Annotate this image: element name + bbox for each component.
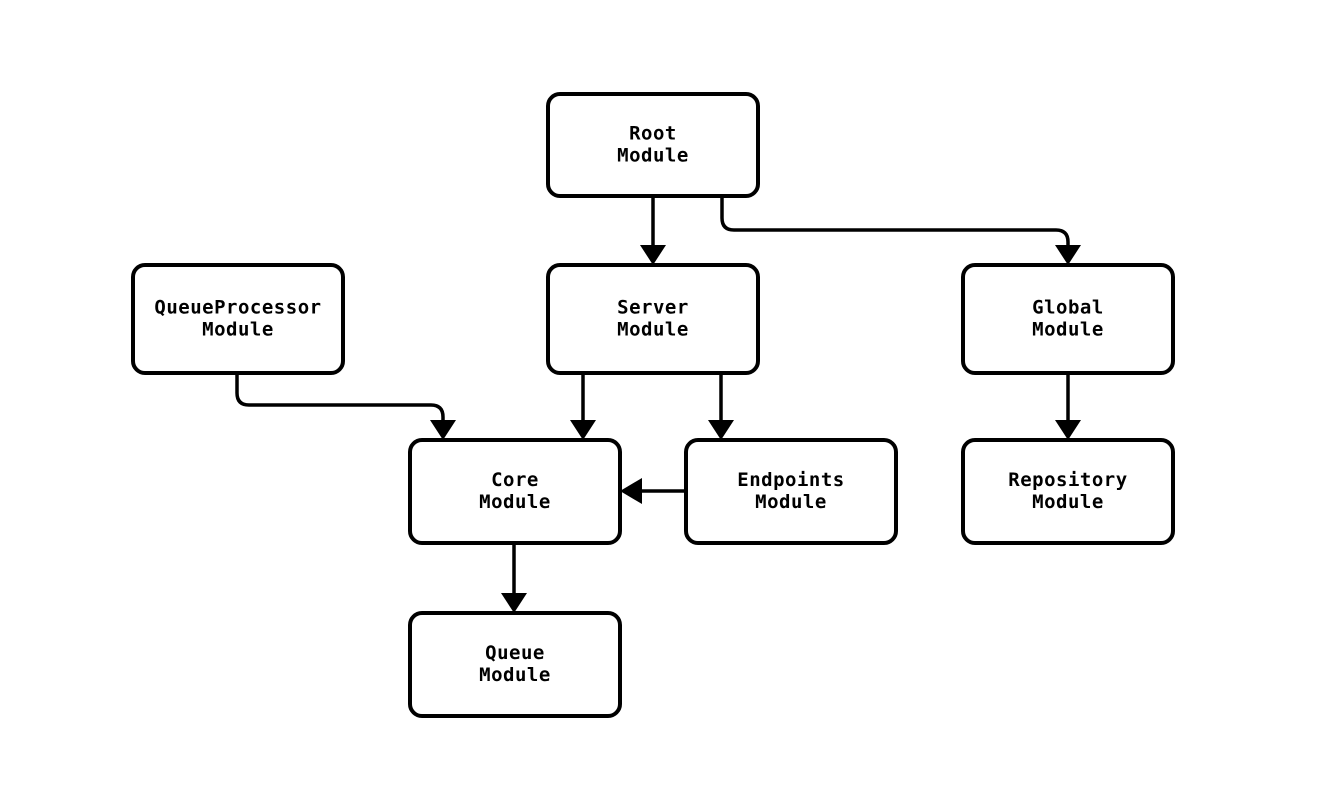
edge-endpoints-to-core bbox=[620, 478, 686, 504]
edge-layer bbox=[235, 196, 1081, 613]
arrowhead-icon bbox=[570, 420, 596, 440]
node-label-primary: Global bbox=[1032, 297, 1104, 319]
edge-core-to-queue bbox=[501, 543, 527, 613]
node-box[interactable] bbox=[546, 263, 760, 375]
arrowhead-icon bbox=[430, 420, 456, 440]
node-layer: RootModuleQueueProcessorModuleServerModu… bbox=[131, 92, 1175, 718]
node-label-primary: QueueProcessor bbox=[154, 297, 321, 319]
node-box[interactable] bbox=[961, 438, 1175, 545]
node-label-secondary: Module bbox=[617, 319, 689, 341]
arrowhead-icon bbox=[1055, 420, 1081, 440]
edge-line bbox=[720, 196, 1070, 251]
arrowhead-icon bbox=[640, 245, 666, 265]
node-box[interactable] bbox=[408, 438, 622, 545]
node-box[interactable] bbox=[684, 438, 898, 545]
arrowhead-icon bbox=[708, 420, 734, 440]
arrowhead-icon bbox=[620, 478, 642, 504]
node-label-secondary: Module bbox=[479, 491, 551, 513]
node-box[interactable] bbox=[961, 263, 1175, 375]
node-label-primary: Repository bbox=[1008, 469, 1127, 491]
node-label-secondary: Module bbox=[1032, 319, 1104, 341]
node-label-primary: Root bbox=[629, 123, 677, 145]
arrowhead-icon bbox=[501, 593, 527, 613]
node-label-secondary: Module bbox=[755, 491, 827, 513]
edge-queueprocessor-to-core bbox=[235, 373, 456, 440]
node-box[interactable] bbox=[546, 92, 760, 198]
edge-root-to-server bbox=[640, 196, 666, 265]
edge-root-to-global bbox=[720, 196, 1081, 265]
node-label-secondary: Module bbox=[202, 319, 274, 341]
edge-server-to-core bbox=[570, 373, 596, 440]
node-box[interactable] bbox=[131, 263, 345, 375]
node-label-primary: Server bbox=[617, 297, 689, 319]
node-label-secondary: Module bbox=[1032, 491, 1104, 513]
node-label-secondary: Module bbox=[479, 664, 551, 686]
node-label-secondary: Module bbox=[617, 145, 689, 167]
edge-global-to-repository bbox=[1055, 373, 1081, 440]
node-label-primary: Queue bbox=[485, 642, 545, 664]
node-label-primary: Core bbox=[491, 469, 539, 491]
edge-server-to-endpoints bbox=[708, 373, 734, 440]
edge-line bbox=[235, 373, 445, 426]
node-label-primary: Endpoints bbox=[737, 469, 844, 491]
node-box[interactable] bbox=[408, 611, 622, 718]
arrowhead-icon bbox=[1055, 245, 1081, 265]
